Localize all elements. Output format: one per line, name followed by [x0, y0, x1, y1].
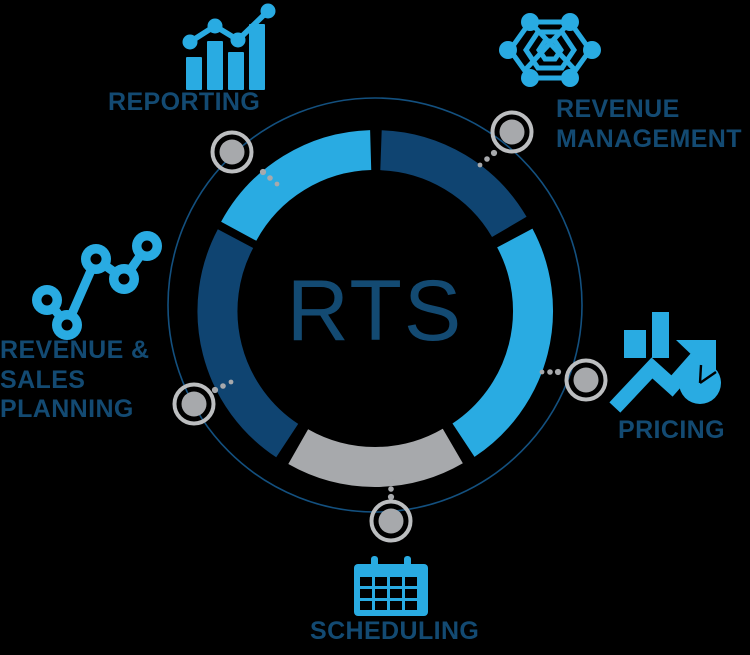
- orbit-marker-revenue-management[interactable]: [490, 110, 534, 154]
- hexagon-network-nodes: [499, 13, 601, 87]
- orbit-markers-group: [172, 110, 608, 543]
- center-label-rts: RTS: [286, 263, 464, 359]
- calendar-icon: [354, 556, 428, 616]
- bar-chart-line-icon: [182, 3, 276, 90]
- label-pricing[interactable]: PRICING: [618, 416, 725, 444]
- label-revenue-sales-planning[interactable]: REVENUE & SALES PLANNING: [0, 336, 150, 423]
- donut-segment-revenue-management[interactable]: [379, 130, 527, 238]
- hexagon-network-icon: [506, 19, 594, 81]
- price-growth-arrow-icon: [609, 312, 721, 413]
- orbit-marker-revenue-sales-planning[interactable]: [172, 382, 216, 426]
- orbit-marker-reporting[interactable]: [210, 130, 254, 174]
- line-graph-nodes-icon: [32, 231, 162, 340]
- donut-segment-pricing[interactable]: [452, 228, 553, 457]
- donut-segment-revenue-sales-planning[interactable]: [197, 229, 299, 458]
- label-reporting[interactable]: REPORTING: [108, 88, 261, 116]
- connector-dots-group: [211, 149, 562, 501]
- donut-chart: [197, 130, 553, 487]
- label-revenue-management[interactable]: REVENUE MANAGEMENT: [556, 95, 742, 153]
- orbit-marker-pricing[interactable]: [564, 358, 608, 402]
- label-scheduling[interactable]: SCHEDULING: [310, 617, 480, 645]
- donut-segment-scheduling[interactable]: [288, 428, 463, 487]
- donut-segment-reporting[interactable]: [221, 130, 373, 242]
- orbit-marker-scheduling[interactable]: [369, 499, 413, 543]
